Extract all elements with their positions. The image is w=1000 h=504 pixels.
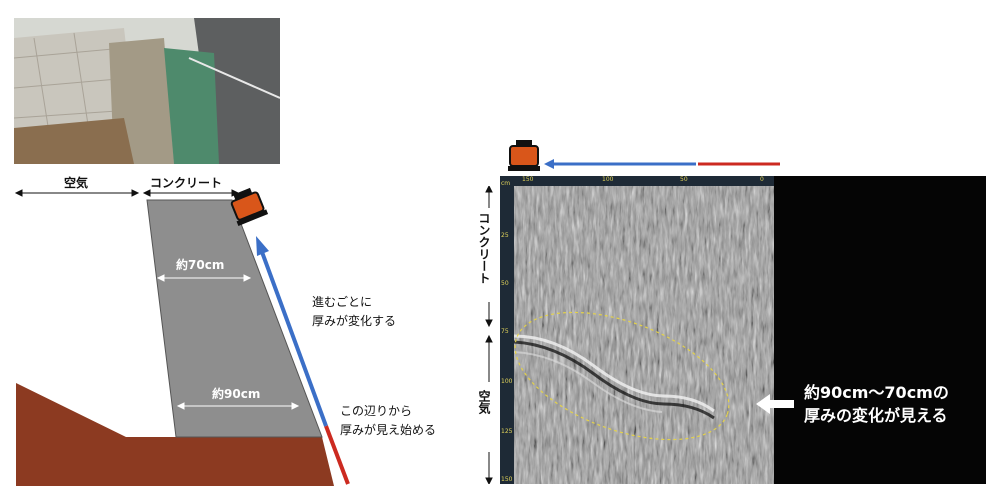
blue-arrow bbox=[260, 251, 328, 427]
depth-tick: 25 bbox=[501, 232, 509, 239]
note-start-line2: 厚みが見え始める bbox=[340, 423, 437, 437]
result-note: 約90cm～70cmの 厚みの変化が見える bbox=[804, 381, 949, 427]
radar-device-icon bbox=[230, 187, 269, 226]
depth-tick: 150 bbox=[501, 476, 513, 483]
radar-concrete-label: コンクリート bbox=[477, 212, 491, 284]
concrete-label: コンクリート bbox=[150, 176, 223, 190]
note-progress-line2: 厚みが変化する bbox=[312, 314, 397, 328]
note-start-line1: この辺りから bbox=[340, 404, 413, 418]
depth-tick: 50 bbox=[501, 280, 509, 287]
radar-header-arrow bbox=[508, 140, 780, 171]
result-note-line2: 厚みの変化が見える bbox=[804, 406, 948, 425]
result-note-line1: 約90cm～70cmの bbox=[804, 383, 949, 402]
radar-device-icon-top bbox=[508, 140, 540, 171]
note-start: この辺りから 厚みが見え始める bbox=[340, 402, 436, 440]
radar-scan-image bbox=[514, 186, 774, 484]
ruler-tick: 150 bbox=[522, 176, 534, 183]
air-label: 空気 bbox=[64, 176, 89, 190]
radar-axis-brackets bbox=[485, 186, 493, 484]
note-progress-line1: 進むごとに bbox=[312, 295, 373, 309]
ruler-tick: 0 bbox=[760, 176, 764, 183]
site-photo bbox=[14, 18, 280, 164]
ground-shape bbox=[16, 383, 334, 486]
depth-tick: cm bbox=[501, 180, 511, 187]
concrete-wall bbox=[146, 199, 323, 438]
result-arrow-icon bbox=[756, 394, 794, 414]
depth-tick: 125 bbox=[501, 428, 513, 435]
blank-panel bbox=[774, 176, 986, 484]
depth-tick: 100 bbox=[501, 378, 513, 385]
width-top-label: 約70cm bbox=[176, 258, 225, 272]
radar-air-label: 空気 bbox=[477, 390, 491, 414]
depth-tick: 75 bbox=[501, 328, 509, 335]
width-bottom-label: 約90cm bbox=[212, 387, 261, 401]
highlight-ellipse bbox=[514, 311, 730, 441]
ruler-tick: 100 bbox=[602, 176, 614, 183]
note-progress: 進むごとに 厚みが変化する bbox=[312, 293, 396, 331]
red-segment bbox=[324, 425, 350, 485]
ruler-tick: 50 bbox=[680, 176, 688, 183]
depth-axis: cm 25 50 75 100 125 150 bbox=[500, 176, 514, 484]
distance-ruler: 150 100 50 0 bbox=[514, 176, 774, 186]
